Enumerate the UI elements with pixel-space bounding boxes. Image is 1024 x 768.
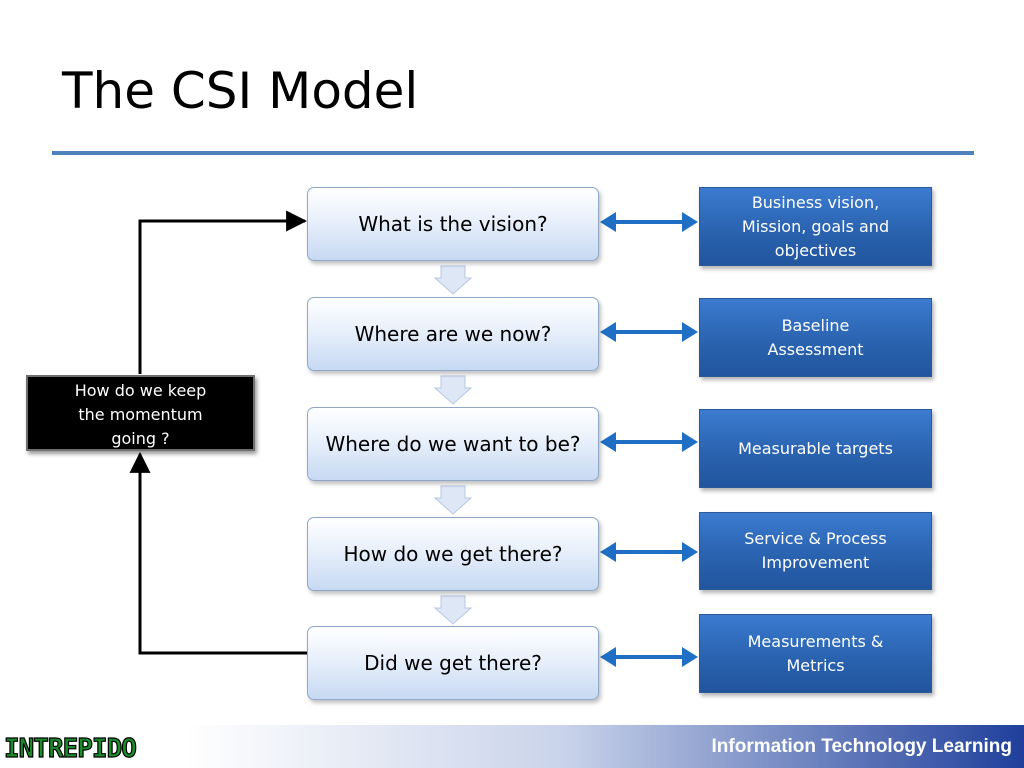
info-box-baseline-assessment: Baseline Assessment xyxy=(699,298,932,377)
logo-text: INTREPIDO xyxy=(4,734,136,764)
info-box-business-vision: Business vision, Mission, goals and obje… xyxy=(699,187,932,266)
title-underline xyxy=(52,151,974,155)
step-where-are-we-now: Where are we now? xyxy=(307,297,599,371)
page-title: The CSI Model xyxy=(62,62,419,120)
step-how-do-we-get-there: How do we get there? xyxy=(307,517,599,591)
down-chevron-icon xyxy=(433,265,473,295)
loop-line-up xyxy=(138,210,308,374)
step-what-is-the-vision: What is the vision? xyxy=(307,187,599,261)
double-arrow-icon xyxy=(600,432,698,452)
down-chevron-icon xyxy=(433,595,473,625)
double-arrow-icon xyxy=(600,212,698,232)
loop-line-return xyxy=(129,451,307,655)
double-arrow-icon xyxy=(600,322,698,342)
step-did-we-get-there: Did we get there? xyxy=(307,626,599,700)
info-box-measurements-metrics: Measurements & Metrics xyxy=(699,614,932,693)
footer-title: Information Technology Learning xyxy=(711,736,1012,757)
double-arrow-icon xyxy=(600,542,698,562)
double-arrow-icon xyxy=(600,647,698,667)
down-chevron-icon xyxy=(433,375,473,405)
info-box-service-process-improvement: Service & Process Improvement xyxy=(699,512,932,590)
info-box-measurable-targets: Measurable targets xyxy=(699,409,932,488)
step-where-do-we-want-to-be: Where do we want to be? xyxy=(307,407,599,481)
momentum-box: How do we keep the momentum going ? xyxy=(26,375,255,451)
intrepido-logo: INTREPIDO xyxy=(3,733,137,764)
footer-bar xyxy=(0,725,1024,768)
down-chevron-icon xyxy=(433,485,473,515)
